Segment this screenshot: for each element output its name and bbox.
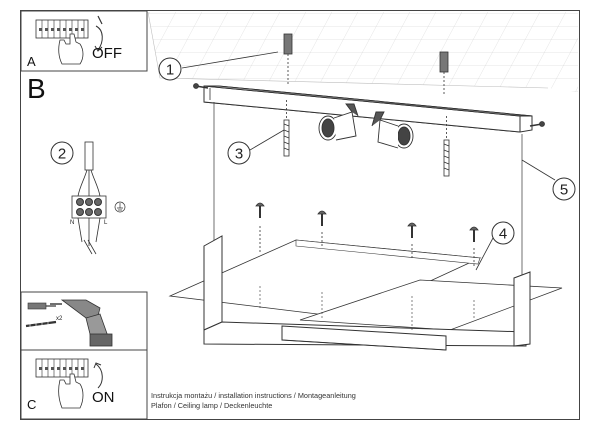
panel-c-letter: C xyxy=(27,397,37,412)
caption-line-1: Instrukcja montażu / installation instru… xyxy=(151,391,356,400)
ceiling-anchor xyxy=(283,33,449,96)
hand-icon xyxy=(58,33,84,65)
panel-a-action: OFF xyxy=(92,45,122,62)
arrow-up-icon xyxy=(95,363,103,389)
wiring-detail xyxy=(71,141,107,255)
terminal-block-icon xyxy=(35,19,89,39)
page-frame xyxy=(20,10,580,420)
hand-icon xyxy=(58,373,84,409)
lamp-screw xyxy=(255,202,479,330)
panel-c-action: ON xyxy=(92,389,115,406)
quantity-label: x2 xyxy=(56,316,63,322)
wall-plug-icon xyxy=(27,302,56,310)
callout-3: 3 xyxy=(235,146,243,163)
panel-b-letter: B xyxy=(27,73,46,104)
ground-icon xyxy=(114,201,126,213)
neutral-label: N xyxy=(70,220,74,226)
callout-2: 2 xyxy=(58,146,66,163)
live-label: L xyxy=(104,220,108,226)
callout-4: 4 xyxy=(499,226,507,243)
callout-leaders xyxy=(181,51,556,271)
fixing-screw xyxy=(283,100,450,177)
callout-5: 5 xyxy=(560,182,568,199)
bracket-screw xyxy=(193,83,545,127)
caption-line-2: Plafon / Ceiling lamp / Deckenleuchte xyxy=(151,401,273,410)
lamp-body xyxy=(168,102,563,351)
ceiling xyxy=(147,11,578,92)
drill-panel xyxy=(20,291,148,351)
mounting-bracket xyxy=(203,85,533,133)
arrow-down-icon xyxy=(95,25,103,51)
callout-circles xyxy=(50,57,576,245)
callout-1: 1 xyxy=(166,62,174,79)
drill-icon xyxy=(50,299,113,347)
caption: Instrukcja montażu / installation instru… xyxy=(151,391,356,411)
panel-a xyxy=(20,10,148,72)
callout-numbers: 1 2 3 4 5 xyxy=(58,62,568,243)
spotlight xyxy=(318,103,414,149)
panel-c xyxy=(20,349,148,420)
terminal-block-icon xyxy=(35,358,89,378)
panel-a-letter: A xyxy=(27,54,36,69)
screw-icon xyxy=(25,320,57,328)
